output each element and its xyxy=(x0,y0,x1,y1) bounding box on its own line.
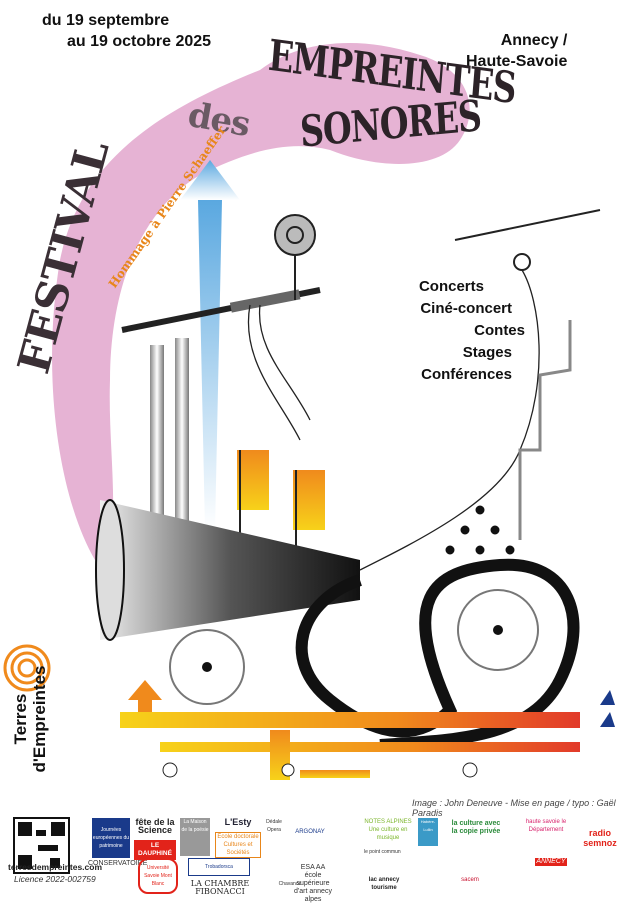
events-list: Concerts Ciné-concert Contes Stages Conf… xyxy=(380,276,525,386)
qr-code xyxy=(13,817,70,874)
partner-logo: Université Savoie Mont Blanc xyxy=(138,858,178,894)
festival-dates: du 19 septembre au 19 octobre 2025 xyxy=(42,10,211,52)
partner-logo: lac annecy tourisme xyxy=(368,877,400,891)
organizer-name-line1: Terres xyxy=(11,693,30,745)
festival-location: Annecy / Haute-Savoie xyxy=(466,30,567,72)
partner-logo: ARGONAY xyxy=(295,829,325,835)
partner-logo: fête de la Science xyxy=(135,817,175,835)
partner-logo: NOTES ALPINES Une culture en musique xyxy=(364,819,412,841)
partner-logo: radio semnoz xyxy=(583,828,617,848)
partner-logo: École doctorale Cultures et Sociétés xyxy=(215,832,261,858)
organizer-name: Terres d'Empreintes xyxy=(11,649,49,789)
partner-logo: Trobadorsca xyxy=(188,858,250,876)
event-item: Conférences xyxy=(421,366,512,383)
date-start: du 19 septembre xyxy=(42,12,170,29)
event-item: Stages xyxy=(462,344,512,361)
event-item: Contes xyxy=(474,322,525,339)
blue-arrow xyxy=(180,160,240,200)
partner-logo: Journées européennes du patrimoine xyxy=(92,818,130,858)
blue-tower xyxy=(198,200,222,530)
location-region: Haute-Savoie xyxy=(466,53,568,70)
megaphone xyxy=(100,500,360,640)
partner-logo: LA CHAMBRE FIBONACCI xyxy=(190,879,250,896)
partner-logo: le point commun xyxy=(364,849,401,855)
location-city: Annecy / xyxy=(500,32,568,49)
partner-logo: sacem xyxy=(461,877,479,883)
date-end: au 19 octobre 2025 xyxy=(67,33,212,50)
partner-logo: la culture avec la copie privée xyxy=(451,820,501,835)
partner-logo: CONSERVATOIRE xyxy=(88,860,148,867)
partner-logo: haute savoie le Département xyxy=(525,819,567,833)
event-item: Concerts xyxy=(418,278,484,295)
partner-logo: ANNECY xyxy=(535,858,567,866)
partner-logo: L'Esty xyxy=(224,817,252,827)
partner-logo: La Maison de la poésie xyxy=(180,818,210,856)
terres-dempreintes-logo xyxy=(3,644,51,692)
organizer-name-line2: d'Empreintes xyxy=(30,665,49,773)
pink-ribbon-shape xyxy=(52,43,470,560)
partner-logo: Chavanod xyxy=(278,881,302,887)
partner-logo: LE DAUPHINÉ xyxy=(134,840,176,860)
partner-logo: Dédale Opera xyxy=(266,819,282,833)
licence-number: Licence 2022-002759 xyxy=(14,874,96,884)
image-credit: Image : John Deneuve - Mise en page / ty… xyxy=(412,798,616,818)
partner-logo: ESA AA école supérieure d'art annecy alp… xyxy=(294,864,332,903)
partner-logo: Habère-Lullin xyxy=(418,818,438,846)
website-link[interactable]: terresdempreintes.com xyxy=(8,862,103,872)
event-item: Ciné-concert xyxy=(420,300,512,317)
yellow-rail xyxy=(120,712,580,728)
